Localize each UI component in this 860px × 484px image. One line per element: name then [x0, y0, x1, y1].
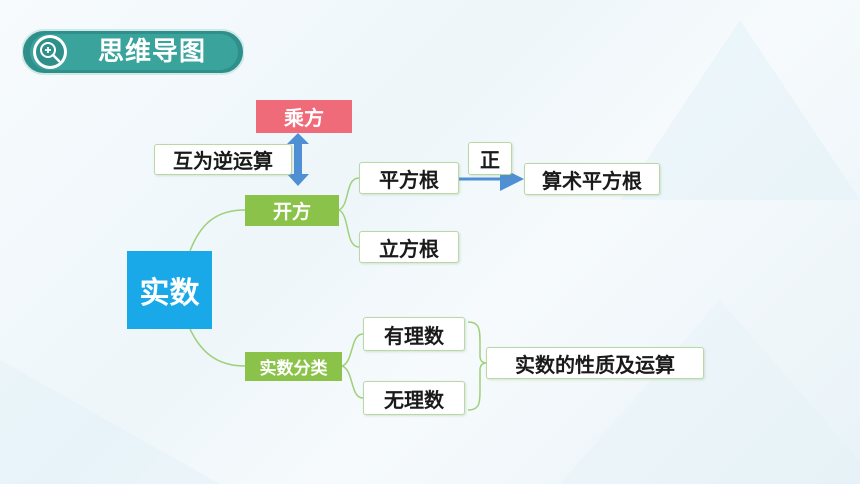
- double-arrow-inverse: [287, 133, 309, 186]
- connector-kaifang-lifanggen: [338, 209, 360, 248]
- connector-root-kaifang: [189, 209, 246, 252]
- node-suanshu: 算术平方根: [524, 163, 660, 195]
- node-fenlei: 实数分类: [245, 352, 342, 381]
- zoom-in-icon: [33, 35, 67, 69]
- node-wuli: 无理数: [363, 381, 465, 415]
- node-kaifang: 开方: [245, 195, 339, 226]
- connector-fenlei-wuli: [341, 365, 364, 399]
- node-pingfanggen: 平方根: [359, 162, 459, 194]
- connector-fenlei-youli: [341, 333, 364, 367]
- node-zheng: 正: [468, 142, 512, 175]
- background-decoration: [560, 300, 860, 484]
- connector-kaifang-pingfanggen: [338, 177, 360, 211]
- node-huwei: 互为逆运算: [154, 144, 292, 175]
- node-chengfang: 乘方: [256, 100, 352, 133]
- connector-root-fenlei: [189, 328, 246, 367]
- title-banner: [22, 29, 244, 75]
- brace: [467, 321, 487, 411]
- background-decoration: [620, 20, 860, 200]
- node-youli: 有理数: [363, 317, 465, 351]
- background-decoration: [0, 360, 220, 484]
- node-lifanggen: 立方根: [359, 231, 459, 263]
- page-title: 思维导图: [98, 37, 207, 67]
- node-root: 实数: [127, 251, 212, 329]
- node-xingzhi: 实数的性质及运算: [486, 347, 704, 379]
